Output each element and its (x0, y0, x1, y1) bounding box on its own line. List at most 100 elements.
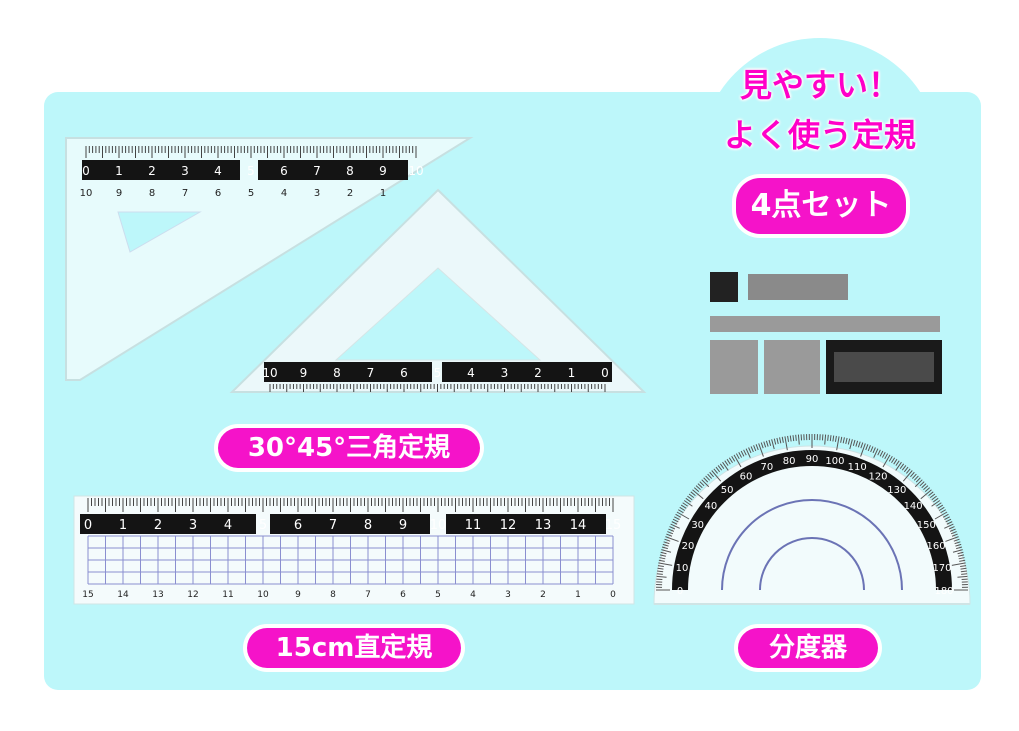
tick (870, 446, 874, 453)
tick-label: 0 (610, 590, 616, 600)
tick (860, 443, 866, 457)
tick (881, 452, 886, 458)
tick (960, 570, 967, 573)
angle-label: 0 (677, 586, 683, 597)
tick (954, 541, 961, 545)
tick (753, 445, 757, 452)
tick-label: 10 (257, 590, 269, 600)
tick (849, 439, 853, 450)
tick-label: 5 (434, 366, 442, 380)
tick-label: 14 (570, 518, 587, 533)
tick (961, 573, 968, 575)
tick-label: 11 (222, 590, 233, 600)
tick (789, 435, 792, 442)
tick (867, 445, 871, 452)
angle-label: 50 (721, 485, 734, 496)
tick (745, 448, 751, 458)
tick (931, 500, 941, 507)
tick-label: 3 (505, 590, 511, 600)
tick (683, 500, 693, 507)
tick (719, 463, 725, 469)
tick-label: 7 (367, 366, 375, 380)
tick-label: 9 (295, 590, 301, 600)
tick-label: 8 (149, 188, 155, 199)
tick (879, 450, 884, 457)
angle-label: 180 (934, 586, 953, 597)
tick (959, 559, 966, 562)
tick-label: 5 (435, 590, 441, 600)
tick (699, 481, 705, 487)
tick (891, 457, 896, 464)
tick-label: 2 (148, 164, 156, 178)
angle-label: 70 (760, 462, 773, 473)
tick (717, 465, 723, 471)
tick-label: 12 (187, 590, 198, 600)
tick (688, 493, 695, 499)
tick (845, 437, 848, 444)
tick (667, 531, 674, 535)
tick-label: 5 (248, 188, 254, 199)
tick-label: 1 (119, 518, 127, 533)
tick (664, 538, 671, 542)
tick (682, 502, 688, 507)
tick (873, 448, 879, 458)
tick (952, 549, 963, 553)
tick (888, 456, 893, 462)
tick (872, 447, 876, 454)
tick (852, 439, 856, 446)
tick (733, 454, 742, 468)
angle-label: 90 (806, 454, 819, 465)
tick-label: 4 (224, 518, 232, 533)
tick-label: 9 (399, 518, 407, 533)
tick-label: 5 (247, 164, 255, 178)
tick-label: 1 (575, 590, 581, 600)
tick (937, 504, 944, 509)
tick-label: 6 (280, 164, 288, 178)
tick (659, 557, 666, 560)
tick-label: 1 (380, 188, 386, 199)
tick-label: 0 (84, 518, 92, 533)
tick (877, 449, 881, 456)
tick-label: 7 (365, 590, 371, 600)
tick (661, 546, 668, 550)
tick (676, 511, 690, 520)
tick (763, 441, 767, 448)
tick (957, 575, 968, 578)
tick-label: 8 (333, 366, 341, 380)
tick-label: 7 (329, 518, 337, 533)
tick (884, 453, 889, 460)
tick-label: 8 (330, 590, 336, 600)
tick (731, 456, 736, 462)
tick (945, 518, 952, 523)
tick-label: 4 (281, 188, 287, 199)
tick (728, 457, 733, 464)
tick (895, 460, 900, 466)
tick (705, 475, 711, 481)
tick-label: 15 (82, 590, 93, 600)
tick-label: 9 (300, 366, 308, 380)
tick-label: 3 (314, 188, 320, 199)
tick (923, 485, 929, 491)
tick (792, 435, 795, 442)
tick-label: 10 (408, 164, 423, 178)
label-triangles: 30°45°三角定規 (218, 428, 480, 468)
tick (692, 489, 704, 500)
tick (915, 477, 921, 483)
tick (685, 497, 691, 503)
tick (953, 538, 960, 542)
tick (919, 481, 925, 487)
tick-label: 13 (152, 590, 163, 600)
tick (707, 473, 713, 479)
tick (670, 523, 680, 529)
tick (709, 471, 714, 478)
tick (855, 440, 859, 447)
tick (771, 439, 775, 450)
tick-label: 15 (605, 518, 622, 533)
tick (946, 521, 953, 525)
tick (660, 551, 667, 555)
tick (701, 479, 710, 488)
tick (724, 460, 729, 466)
